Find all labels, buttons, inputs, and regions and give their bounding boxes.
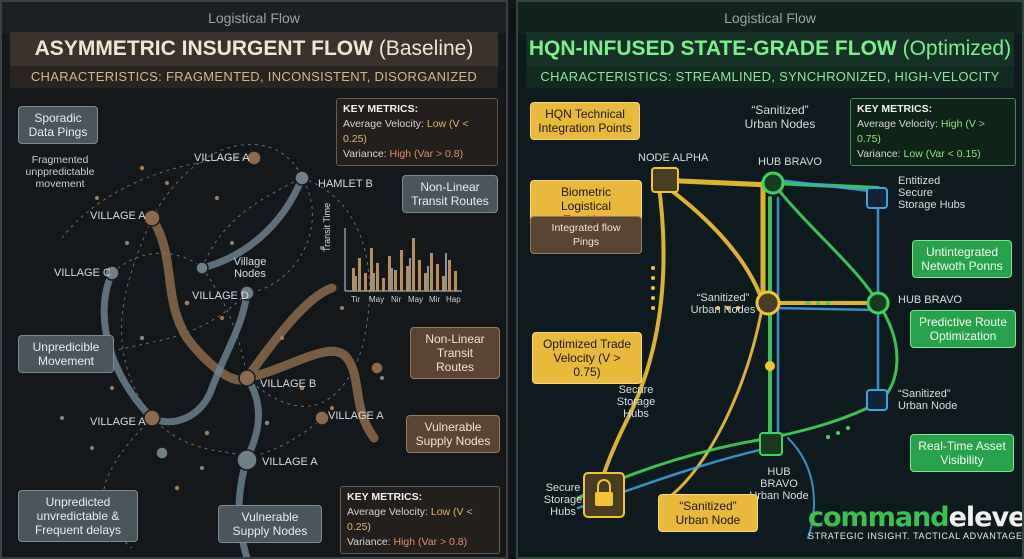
fragmented-movement-note: Fragmented unppredictable movement [25,154,95,190]
mini-chart-tick: Tir [351,295,361,304]
node-label: Secure Storage Hubs [543,482,583,518]
node-label: “Sanitized” Urban Nodes [744,103,816,131]
title-suffix: (Baseline) [378,37,474,60]
velocity-label: Average Velocity: [857,118,938,130]
variance-value: High (Var > 0.8) [389,148,464,160]
node-label: Village Nodes [233,256,267,280]
node-label: HUB BRAVO [898,294,962,306]
mini-chart-tick: Hap [446,295,461,304]
sanitized-urban-node-callout: “Sanitized” Urban Node [658,494,758,532]
nonlinear-routes-callout-mid: Non-Linear Transit Routes [410,327,500,379]
velocity-value: Low (V < 0.25) [343,118,469,145]
characteristics-bar: CHARACTERISTICS: STREAMLINED, SYNCHRONIZ… [526,66,1014,88]
node-label: VILLAGE B [260,378,317,390]
brand-tagline: STRATEGIC INSIGHT. TACTICAL ADVANTAGE. [808,531,1024,541]
integrated-pings-callout: Integrated flow Pings [530,216,642,254]
realtime-visibility-callout: Real-Time Asset Visibility [910,434,1014,472]
key-metrics-top: KEY METRICS: Average Velocity: Low (V < … [336,98,498,166]
velocity-value: Low (V < 0.25) [347,506,473,533]
unpredictable-movement-callout: Unpredicible Movement [18,335,114,373]
node-glyphs [583,167,890,518]
velocity-label: Average Velocity: [343,118,424,130]
node-label: Entitized Secure Storage Hubs [898,175,966,211]
key-metrics-bottom: KEY METRICS: Average Velocity: Low (V < … [340,486,500,554]
node-label: NODE ALPHA [638,152,709,164]
variance-label: Variance: [343,148,387,160]
variance-value: High (Var > 0.8) [393,536,468,548]
metrics-heading: KEY METRICS: [347,491,423,503]
mini-chart-ylabel: Transit Time [322,202,332,252]
node-label: HAMLET B [318,178,373,190]
node-label: HUB BRAVO [758,156,822,168]
node-label: VILLAGE A [194,152,250,164]
transit-time-mini-chart [344,228,462,292]
velocity-value: High (V > 0.75) [857,118,985,145]
insurgent-flow-map [60,143,462,557]
optimized-trade-callout: Optimized Trade Velocity (V > 0.75) [532,332,642,384]
variance-label: Variance: [347,536,391,548]
variance-label: Variance: [857,148,901,160]
frequent-delays-callout: Unpredicted unvredictable & Frequent del… [18,490,138,542]
panel-title: HQN-INFUSED STATE-GRADE FLOW (Optimized) [526,32,1014,66]
hqn-integration-callout: HQN Technical Integration Points [530,102,640,140]
node-label: VILLAGE A [90,416,146,428]
optimized-panel: Logistical Flow HQN-INFUSED STATE-GRADE … [516,0,1024,559]
baseline-panel: Logistical Flow ASYMMETRIC INSURGENT FLO… [0,0,508,559]
node-label: VILLAGE D [192,290,249,302]
sporadic-data-pings-callout: Sporadic Data Pings [18,106,98,144]
node-label: VILLAGE C [54,267,111,279]
pane-header: Logistical Flow [518,2,1022,34]
untegrated-network-callout: Untintegrated Netwoth Ponns [912,240,1012,278]
velocity-label: Average Velocity: [347,506,428,518]
pane-header: Logistical Flow [2,2,506,34]
node-label: “Sanitized” Urban Node [898,388,958,412]
characteristics-bar: CHARACTERISTICS: FRAGMENTED, INCONSISTEN… [10,66,498,88]
metrics-heading: KEY METRICS: [857,103,933,115]
mini-chart-tick: Nir [391,295,402,304]
mini-chart-tick: May [369,295,385,304]
node-label: VILLAGE A [328,410,384,422]
title-main: HQN-INFUSED STATE-GRADE FLOW [528,37,897,60]
node-label: VILLAGE A [262,456,318,468]
metrics-heading: KEY METRICS: [343,103,419,115]
node-label: HUB BRAVO Urban Node [749,466,809,502]
mini-chart-tick: Mir [429,295,441,304]
variance-value: Low (Var < 0.15) [903,148,981,160]
nonlinear-routes-callout-top: Non-Linear Transit Routes [402,175,498,213]
vulnerable-supply-callout-right: Vulnerable Supply Nodes [406,415,500,453]
panel-title: ASYMMETRIC INSURGENT FLOW (Baseline) [10,32,498,66]
key-metrics-optimized: KEY METRICS: Average Velocity: High (V >… [850,98,1016,166]
commandeleven-logo: commandeleven STRATEGIC INSIGHT. TACTICA… [808,502,1024,541]
node-label: “Sanitized” Urban Nodes [690,292,756,316]
title-suffix: (Optimized) [902,37,1012,60]
mini-chart-tick: May [408,295,424,304]
node-label: VILLAGE A [90,210,146,222]
brand-part1: command [808,502,950,533]
node-label: Secure Storage Hubs [616,384,656,420]
title-main: ASYMMETRIC INSURGENT FLOW [34,37,373,60]
optimized-flow-map [576,167,899,539]
vulnerable-supply-callout-bottom: Vulnerable Supply Nodes [218,505,322,543]
brand-part2: eleven [948,502,1024,533]
predictive-route-callout: Predictive Route Optimization [910,310,1016,348]
